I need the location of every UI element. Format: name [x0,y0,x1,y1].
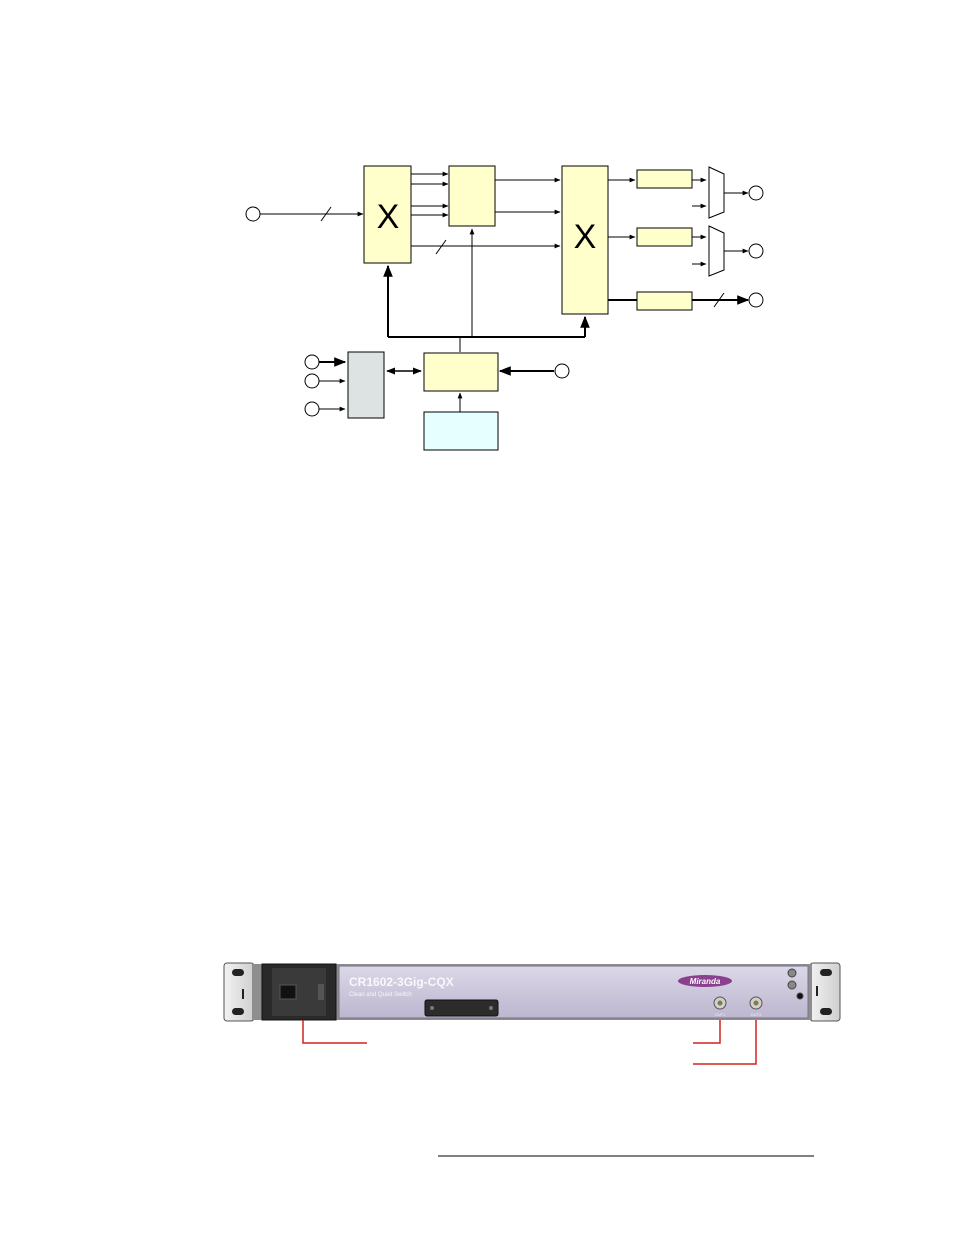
callout-bnc-1 [693,1020,721,1044]
output-connector-3 [748,292,764,308]
interface-block [347,351,385,419]
right-ear-slot-bottom [820,1008,832,1015]
brand-logo-text: Miranda [690,977,721,986]
output-block-1 [636,169,693,189]
door-latch [279,984,297,1000]
bypass-slash [435,239,447,255]
door-hinge [318,984,324,1000]
status-led-1 [787,968,797,978]
mux-1 [708,166,725,219]
brand-logo-badge [678,975,732,987]
handle-screw-right [489,1006,493,1010]
handle-screw-left [430,1006,434,1010]
crosspoint-block-2 [561,165,609,315]
front-panel [338,965,809,1019]
reset-button [796,992,804,1000]
left-ear-slot-bottom [232,1008,244,1015]
memory-block [423,411,499,451]
faceplate-model: CR1602-3Gig-CQX [349,975,454,989]
right-ear-slot-top [820,969,832,976]
callout-bnc-2 [693,1020,757,1065]
left-ear-mark [242,989,244,999]
status-led-2 [787,980,797,990]
front-handle [424,999,499,1017]
output-connector-2 [748,243,764,259]
bnc-connector-1-center [717,1000,723,1006]
bnc-label-2: OUT2 [751,1012,762,1017]
bus-slash [320,206,332,222]
mux-2 [708,225,725,277]
bnc-label-1: OUT1 [715,1012,726,1017]
left-ear-slot-top [232,969,244,976]
control-input-connector [554,363,570,379]
callout-power-door [302,1020,367,1044]
faceplate-subtitle: Clean and Quiet Switch [349,992,412,998]
crosspoint-block-1 [363,165,412,264]
bnc-connector-2-center [753,1000,759,1006]
chain3-slash [713,292,725,308]
right-ear-mark [816,986,818,996]
crosspoint-symbol-1: X [377,198,400,236]
processing-block [448,165,496,227]
output-connector-1 [748,185,764,201]
controller-block [423,352,499,392]
crosspoint-symbol-2: X [574,218,597,256]
